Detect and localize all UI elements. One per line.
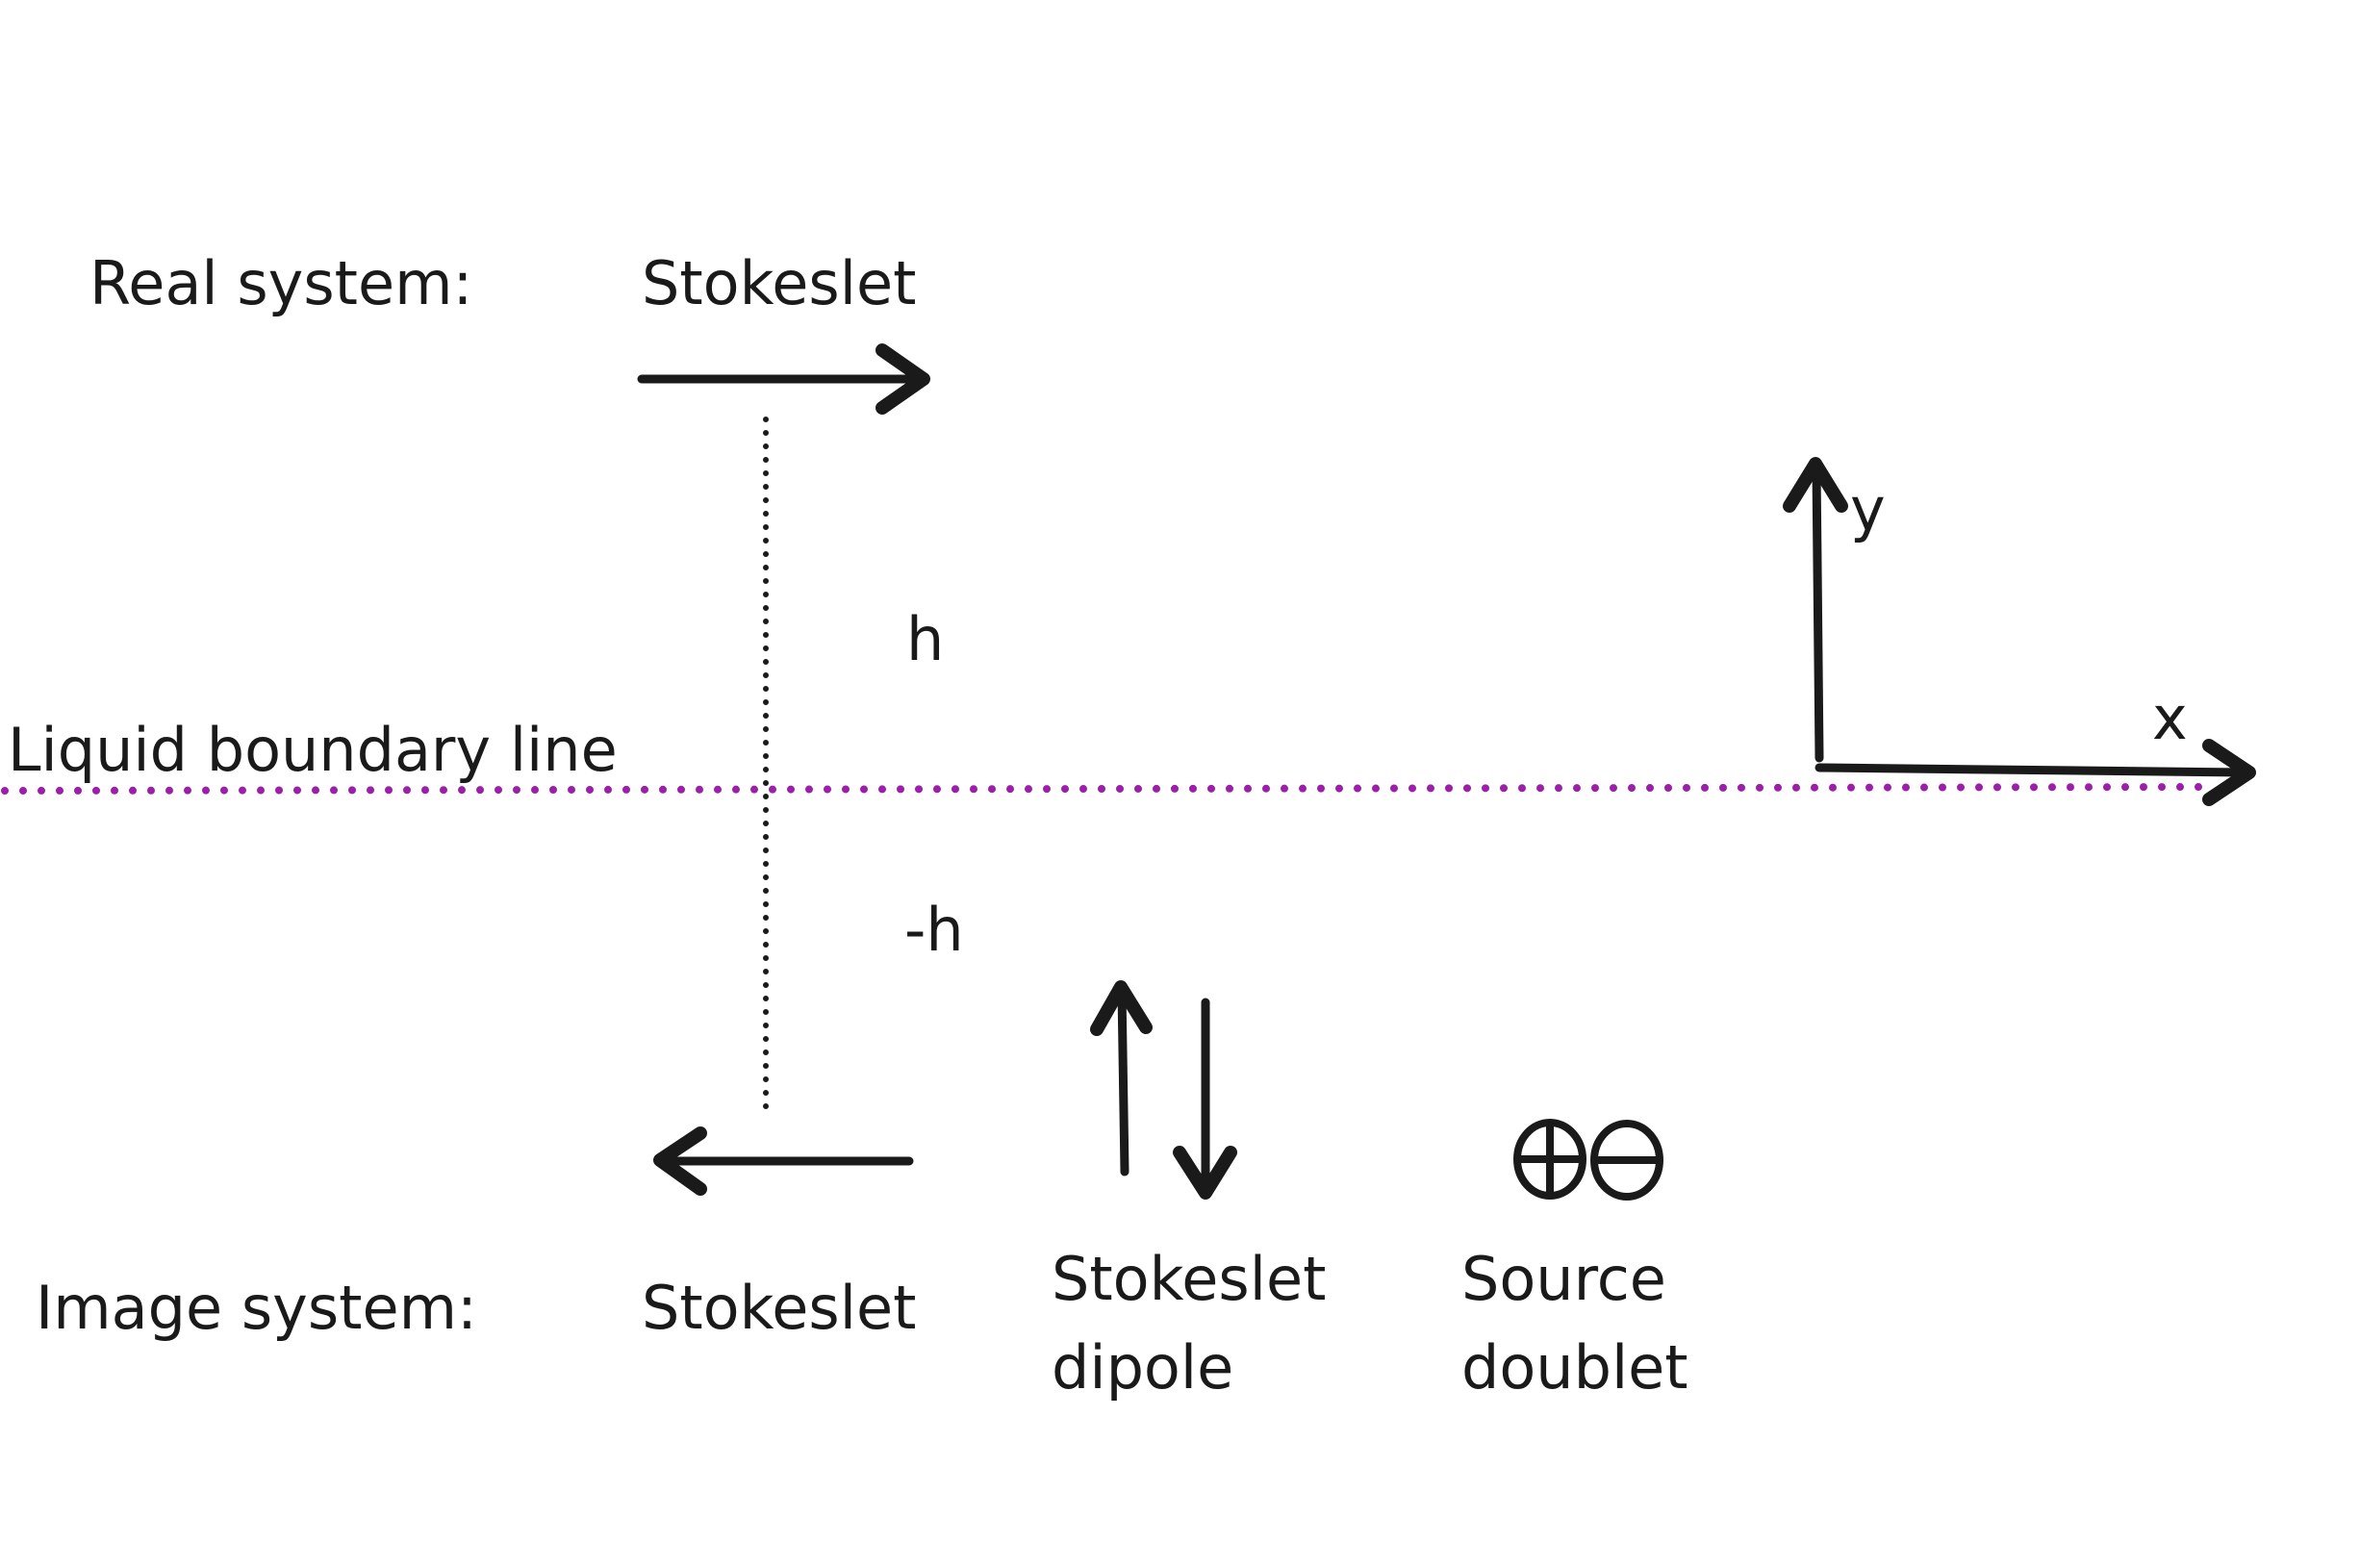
real-stokeslet-label: Stokeslet (642, 248, 917, 318)
stokeslet-dipole-label-line1: Stokeslet (1052, 1244, 1327, 1314)
image-stokeslet-arrow-icon (653, 1126, 914, 1196)
source-doublet-label-line1: Source (1461, 1244, 1666, 1314)
y-axis-label: y (1850, 474, 1886, 544)
x-axis-label: x (2152, 683, 2188, 753)
source-doublet-label-line2: doublet (1461, 1332, 1688, 1403)
boundary-line (1, 783, 2217, 795)
h-label: h (906, 604, 945, 674)
real-stokeslet-arrow-icon (637, 343, 930, 415)
x-axis-arrow-icon (1814, 739, 2256, 806)
stokeslet-dipole-icon (1090, 980, 1237, 1200)
neg-h-label: -h (904, 895, 964, 965)
real-system-label: Real system: (89, 248, 473, 318)
y-axis-arrow-icon (1783, 457, 1848, 763)
image-system-label: Image system: (36, 1273, 477, 1343)
image-stokeslet-label: Stokeslet (642, 1273, 917, 1343)
stokeslet-dipole-label-line2: dipole (1052, 1332, 1234, 1403)
source-doublet-icon (1513, 1119, 1663, 1201)
boundary-label: Liquid boundary line (8, 715, 618, 785)
